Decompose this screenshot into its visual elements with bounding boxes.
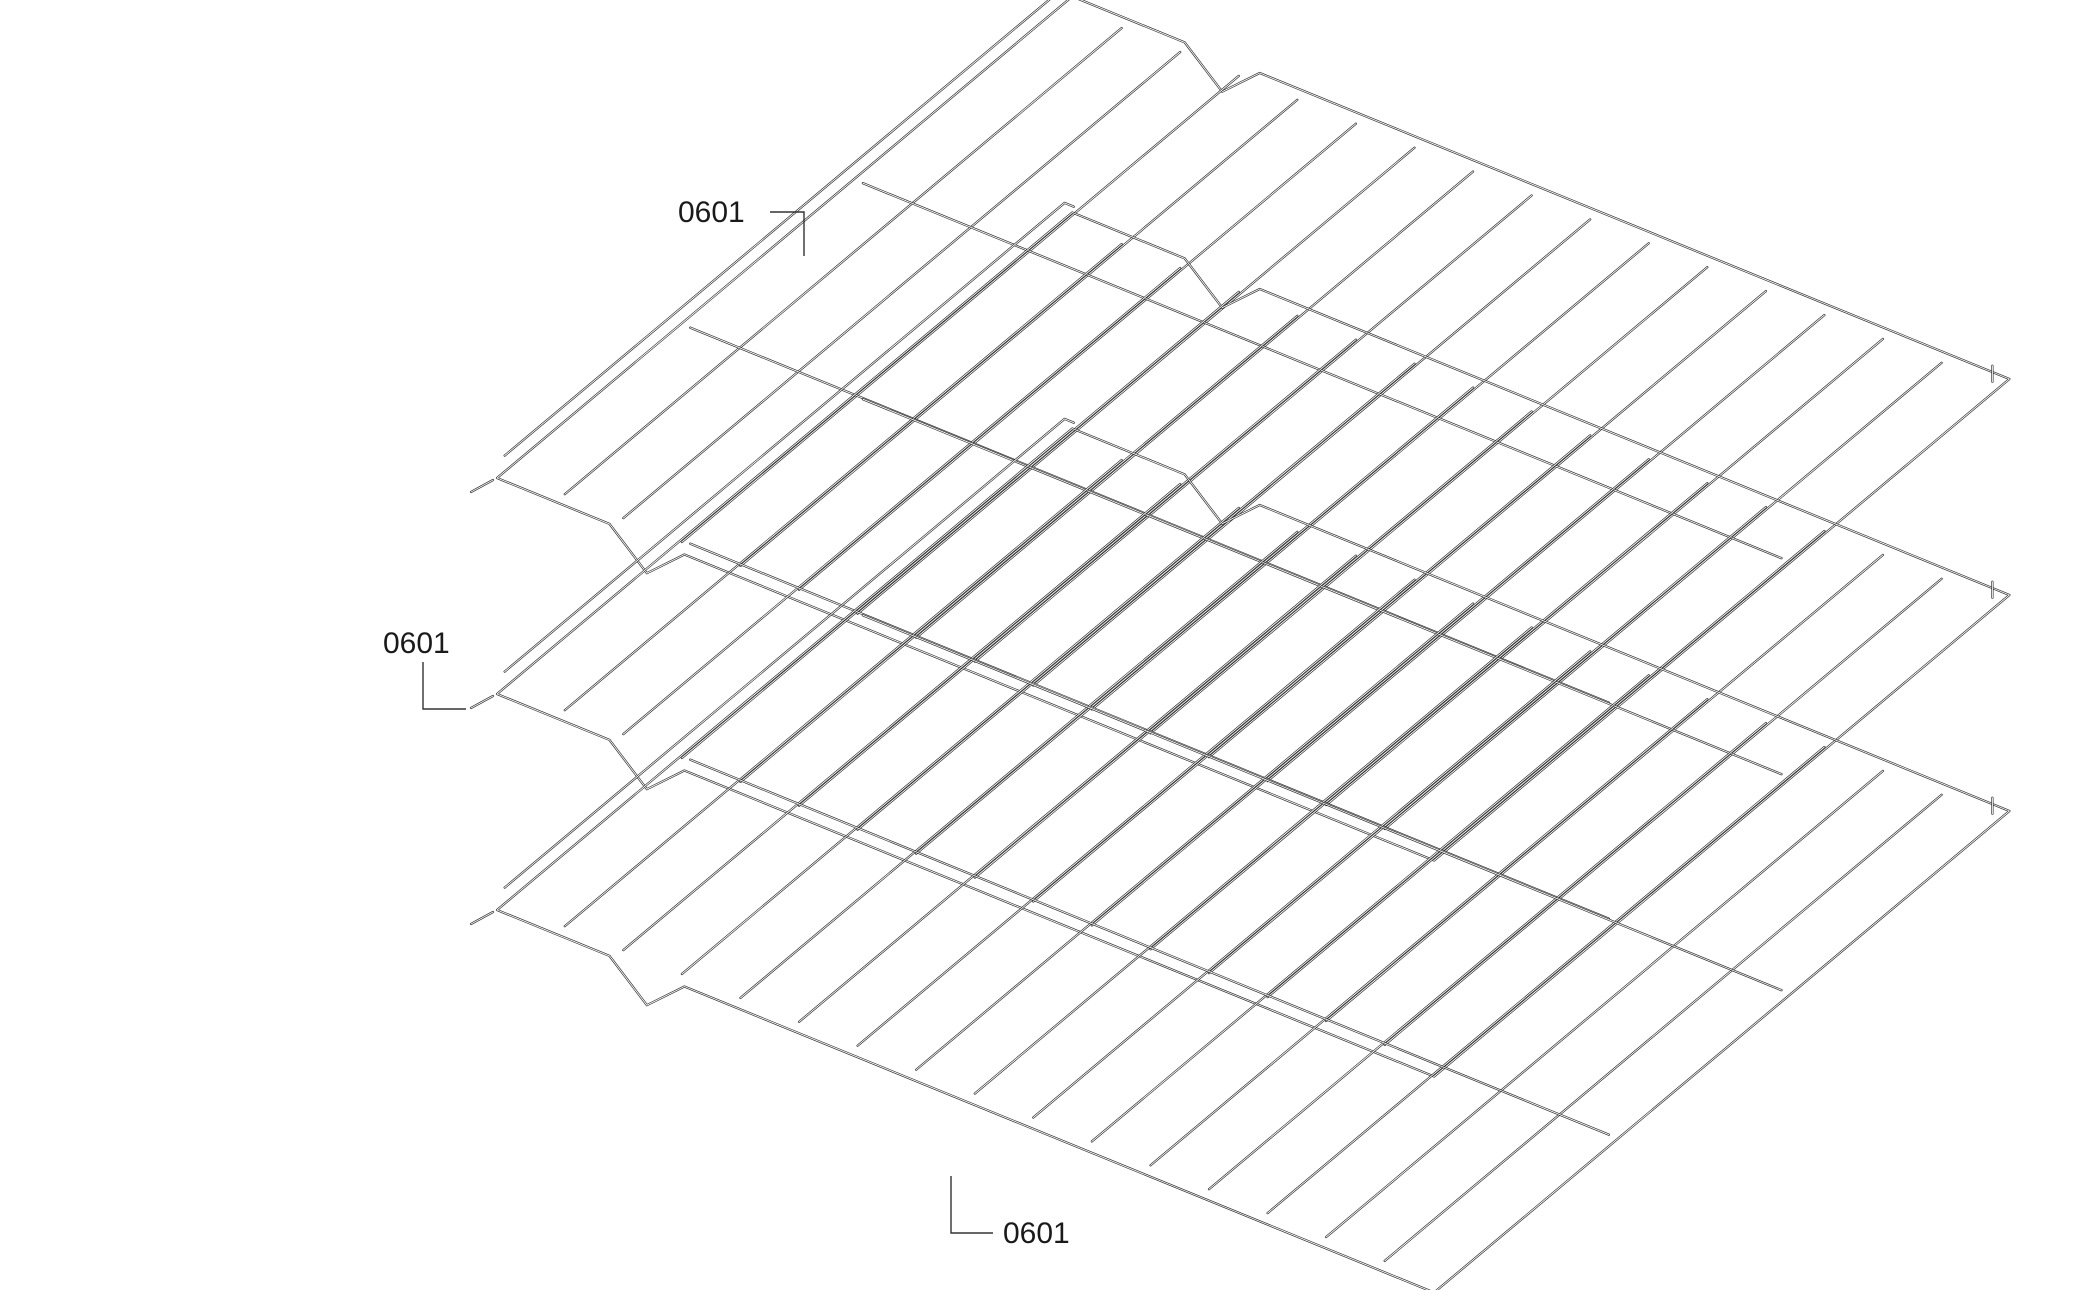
rack-frame [495, 0, 2011, 862]
rack-cross-wire-highlight [622, 267, 1181, 735]
callout-label-bottom: 0601 [1003, 1217, 1070, 1250]
rack-cross-wire-highlight [1384, 794, 1943, 1262]
rack-cross-wire-highlight [1384, 362, 1943, 830]
rack-pin-highlight [470, 911, 494, 925]
rack-back-rail-highlight [504, 0, 1050, 457]
rack-support-rod-1-highlight [689, 759, 1610, 1136]
rack-cross-wire-highlight [915, 171, 1474, 639]
rack-cross-wire-highlight [1032, 218, 1591, 686]
rack-cross-wire-highlight [622, 51, 1181, 519]
rack-back-rail [503, 417, 1075, 889]
rack-cross-wire-highlight [857, 147, 1415, 615]
rack-cross-wire-highlight [1384, 578, 1943, 1046]
rack-pin-highlight [470, 695, 494, 709]
rack-cross-wire-highlight [1267, 746, 1825, 1214]
rack-back-rail-highlight [504, 418, 1075, 889]
rack-stack [469, 0, 2011, 1290]
rack-cross-wire-highlight [1150, 698, 1708, 1166]
rack-cross-wire-highlight [564, 27, 1123, 495]
rack-cross-wire-highlight [681, 291, 1240, 759]
rack-cross-wire-highlight [915, 387, 1474, 855]
rack-cross-wire-highlight [1091, 674, 1650, 1142]
rack-frame-highlight [496, 0, 2010, 861]
rack-middle [469, 201, 2011, 1078]
rack-cross-wire-highlight [1267, 530, 1825, 998]
rack-cross-wire-highlight [1032, 650, 1591, 1118]
rack-cross-wire-highlight [798, 123, 1357, 591]
rack-cross-wire-highlight [1091, 458, 1650, 926]
rack-cross-wire-highlight [1091, 242, 1650, 710]
rack-support-rod-2-highlight [862, 614, 1782, 991]
leader-line-middle [422, 662, 466, 710]
rack-cross-wire-highlight [1208, 506, 1767, 974]
rack-cross-wire-highlight [564, 243, 1123, 711]
rack-cross-wire-highlight [681, 507, 1240, 975]
rack-cross-wire-highlight [1325, 338, 1884, 806]
rack-support-rod-2-highlight [862, 182, 1782, 559]
rack-cross-wire-highlight [1150, 482, 1708, 950]
rack-cross-wire-highlight [974, 411, 1533, 879]
rack-cross-wire-highlight [681, 75, 1240, 543]
rack-cross-wire-highlight [1267, 314, 1825, 782]
rack-cross-wire-highlight [857, 579, 1415, 1047]
rack-back-rail [503, 201, 1075, 673]
callout-label-top: 0601 [678, 196, 745, 229]
rack-cross-wire-highlight [740, 99, 1298, 567]
rack-support-rod-2-highlight [862, 398, 1782, 775]
rack-cross-wire-highlight [974, 195, 1533, 663]
rack-cross-wire-highlight [1325, 770, 1884, 1238]
rack-bottom [469, 417, 2011, 1290]
rack-cross-wire-highlight [1208, 722, 1767, 1190]
callout-leaders [422, 211, 993, 1234]
rack-cross-wire-highlight [798, 339, 1357, 807]
rack-cross-wire-highlight [740, 531, 1298, 999]
rack-back-rail-highlight [504, 202, 1075, 673]
rack-pin-highlight [470, 479, 494, 493]
rack-cross-wire-highlight [857, 363, 1415, 831]
callout-label-middle: 0601 [383, 627, 450, 660]
rack-top [469, 0, 2011, 862]
rack-back-rail [503, 0, 1051, 457]
leader-line-top [770, 211, 805, 256]
rack-cross-wire-highlight [1325, 554, 1884, 1022]
rack-cross-wire-highlight [622, 483, 1181, 951]
rack-cross-wire-highlight [915, 603, 1474, 1071]
rack-cross-wire-highlight [564, 459, 1123, 927]
rack-frame-highlight [496, 428, 2010, 1290]
rack-cross-wire-highlight [1208, 290, 1767, 758]
rack-cross-wire-highlight [798, 555, 1357, 1023]
rack-cross-wire-highlight [1032, 434, 1591, 902]
rack-frame-highlight [496, 212, 2010, 1077]
rack-cross-wire-highlight [1150, 266, 1708, 734]
rack-cross-wire-highlight [740, 315, 1298, 783]
rack-cross-wire-highlight [974, 627, 1533, 1095]
leader-line-bottom [950, 1176, 993, 1234]
